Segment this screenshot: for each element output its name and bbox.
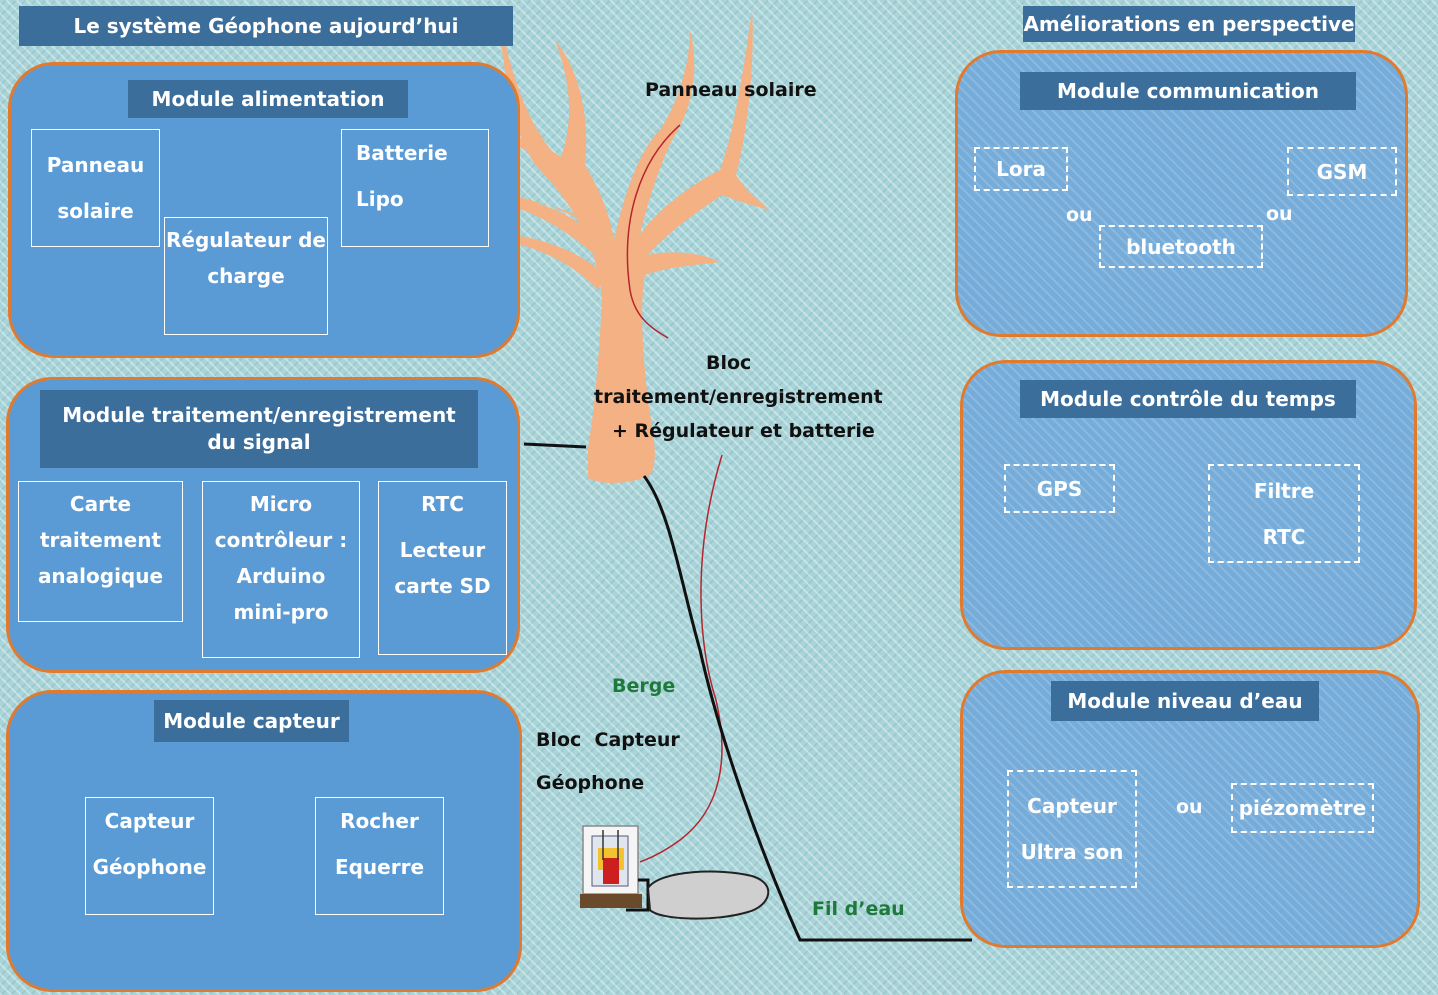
micro-line-3: Arduino <box>236 564 326 588</box>
bloc-traitement-label: Bloc traitement/enregistrement + Régulat… <box>594 346 883 448</box>
lora-option: Lora <box>974 147 1068 191</box>
ultrason-line-1: Capteur <box>1027 794 1117 818</box>
gsm-option: GSM <box>1287 147 1397 196</box>
ground-cable <box>523 442 587 449</box>
traitement-title: Module traitement/enregistrement du sign… <box>40 390 478 468</box>
ou-label-3: ou <box>1176 796 1203 818</box>
carte-line-1: Carte <box>69 492 132 516</box>
regulateur-box: Régulateur de charge <box>164 217 328 335</box>
rtc-line-1: RTC <box>421 492 464 516</box>
bank-cable <box>642 475 972 942</box>
capteur-geophone-box: Capteur Géophone <box>85 797 214 915</box>
geophone-box-line-1: Capteur <box>104 809 195 833</box>
micro-line-4: mini-pro <box>233 600 329 624</box>
carte-line-3: analogique <box>37 564 164 588</box>
panneau-solaire-box: Panneau solaire <box>31 129 160 247</box>
rock-shape <box>646 870 770 920</box>
rocher-line-2: Equerre <box>334 855 425 879</box>
batterie-box: Batterie Lipo <box>341 129 489 247</box>
fil-deau-label: Fil d’eau <box>812 898 905 920</box>
bloc-capteur-label: Bloc Capteur <box>536 729 680 751</box>
module-capteur <box>6 690 522 992</box>
bloc-line-3: + Régulateur et batterie <box>612 420 875 442</box>
rtc-sd-box: RTC Lecteur carte SD <box>378 481 507 655</box>
rtc-line-2: Lecteur <box>399 538 486 562</box>
filtre-rtc-option: Filtre RTC <box>1208 464 1360 563</box>
regulateur-line-2: charge <box>207 264 285 288</box>
panneau-solaire-label: Panneau solaire <box>645 79 817 101</box>
niveau-title: Module niveau d’eau <box>1051 681 1319 721</box>
red-wire-lower <box>639 454 723 863</box>
filtre-line-2: RTC <box>1262 524 1306 549</box>
gps-option: GPS <box>1004 464 1115 513</box>
ultrason-option: Capteur Ultra son <box>1007 770 1137 888</box>
ou-label-2: ou <box>1266 203 1293 225</box>
batterie-line-2: Lipo <box>356 187 404 211</box>
ultrason-line-2: Ultra son <box>1020 840 1124 864</box>
geophone-device-icon <box>580 825 650 912</box>
right-header: Améliorations en perspective <box>1023 6 1355 42</box>
alimentation-title: Module alimentation <box>128 80 408 118</box>
temps-title: Module contrôle du temps <box>1020 380 1356 418</box>
filtre-line-1: Filtre <box>1253 478 1315 503</box>
regulateur-line-1: Régulateur de <box>166 228 326 252</box>
geophone-label: Géophone <box>536 772 645 794</box>
traitement-title-line-2: du signal <box>207 430 311 454</box>
panneau-line-2: solaire <box>57 199 134 223</box>
capteur-title: Module capteur <box>154 700 349 742</box>
rocher-equerre-box: Rocher Equerre <box>315 797 444 915</box>
communication-title: Module communication <box>1020 72 1356 110</box>
module-niveau-eau <box>960 670 1420 948</box>
carte-line-2: traitement <box>39 528 162 552</box>
rocher-line-1: Rocher <box>340 809 419 833</box>
bloc-line-1: Bloc <box>706 352 752 374</box>
left-header: Le système Géophone aujourd’hui <box>19 6 513 46</box>
red-wire-upper <box>626 124 681 339</box>
piezometre-option: piézomètre <box>1231 783 1374 833</box>
bloc-line-2: traitement/enregistrement <box>594 386 883 408</box>
traitement-title-line-1: Module traitement/enregistrement <box>62 403 456 427</box>
micro-line-2: contrôleur : <box>214 528 348 552</box>
berge-label: Berge <box>612 675 676 697</box>
panneau-line-1: Panneau <box>46 153 145 177</box>
batterie-line-1: Batterie <box>356 141 448 165</box>
geophone-box-line-2: Géophone <box>92 855 207 879</box>
micro-line-1: Micro <box>249 492 313 516</box>
microcontroleur-box: Micro contrôleur : Arduino mini-pro <box>202 481 360 658</box>
ou-label-1: ou <box>1066 204 1093 226</box>
rtc-line-3: carte SD <box>394 574 491 598</box>
carte-analogique-box: Carte traitement analogique <box>18 481 183 622</box>
bluetooth-option: bluetooth <box>1099 225 1263 268</box>
